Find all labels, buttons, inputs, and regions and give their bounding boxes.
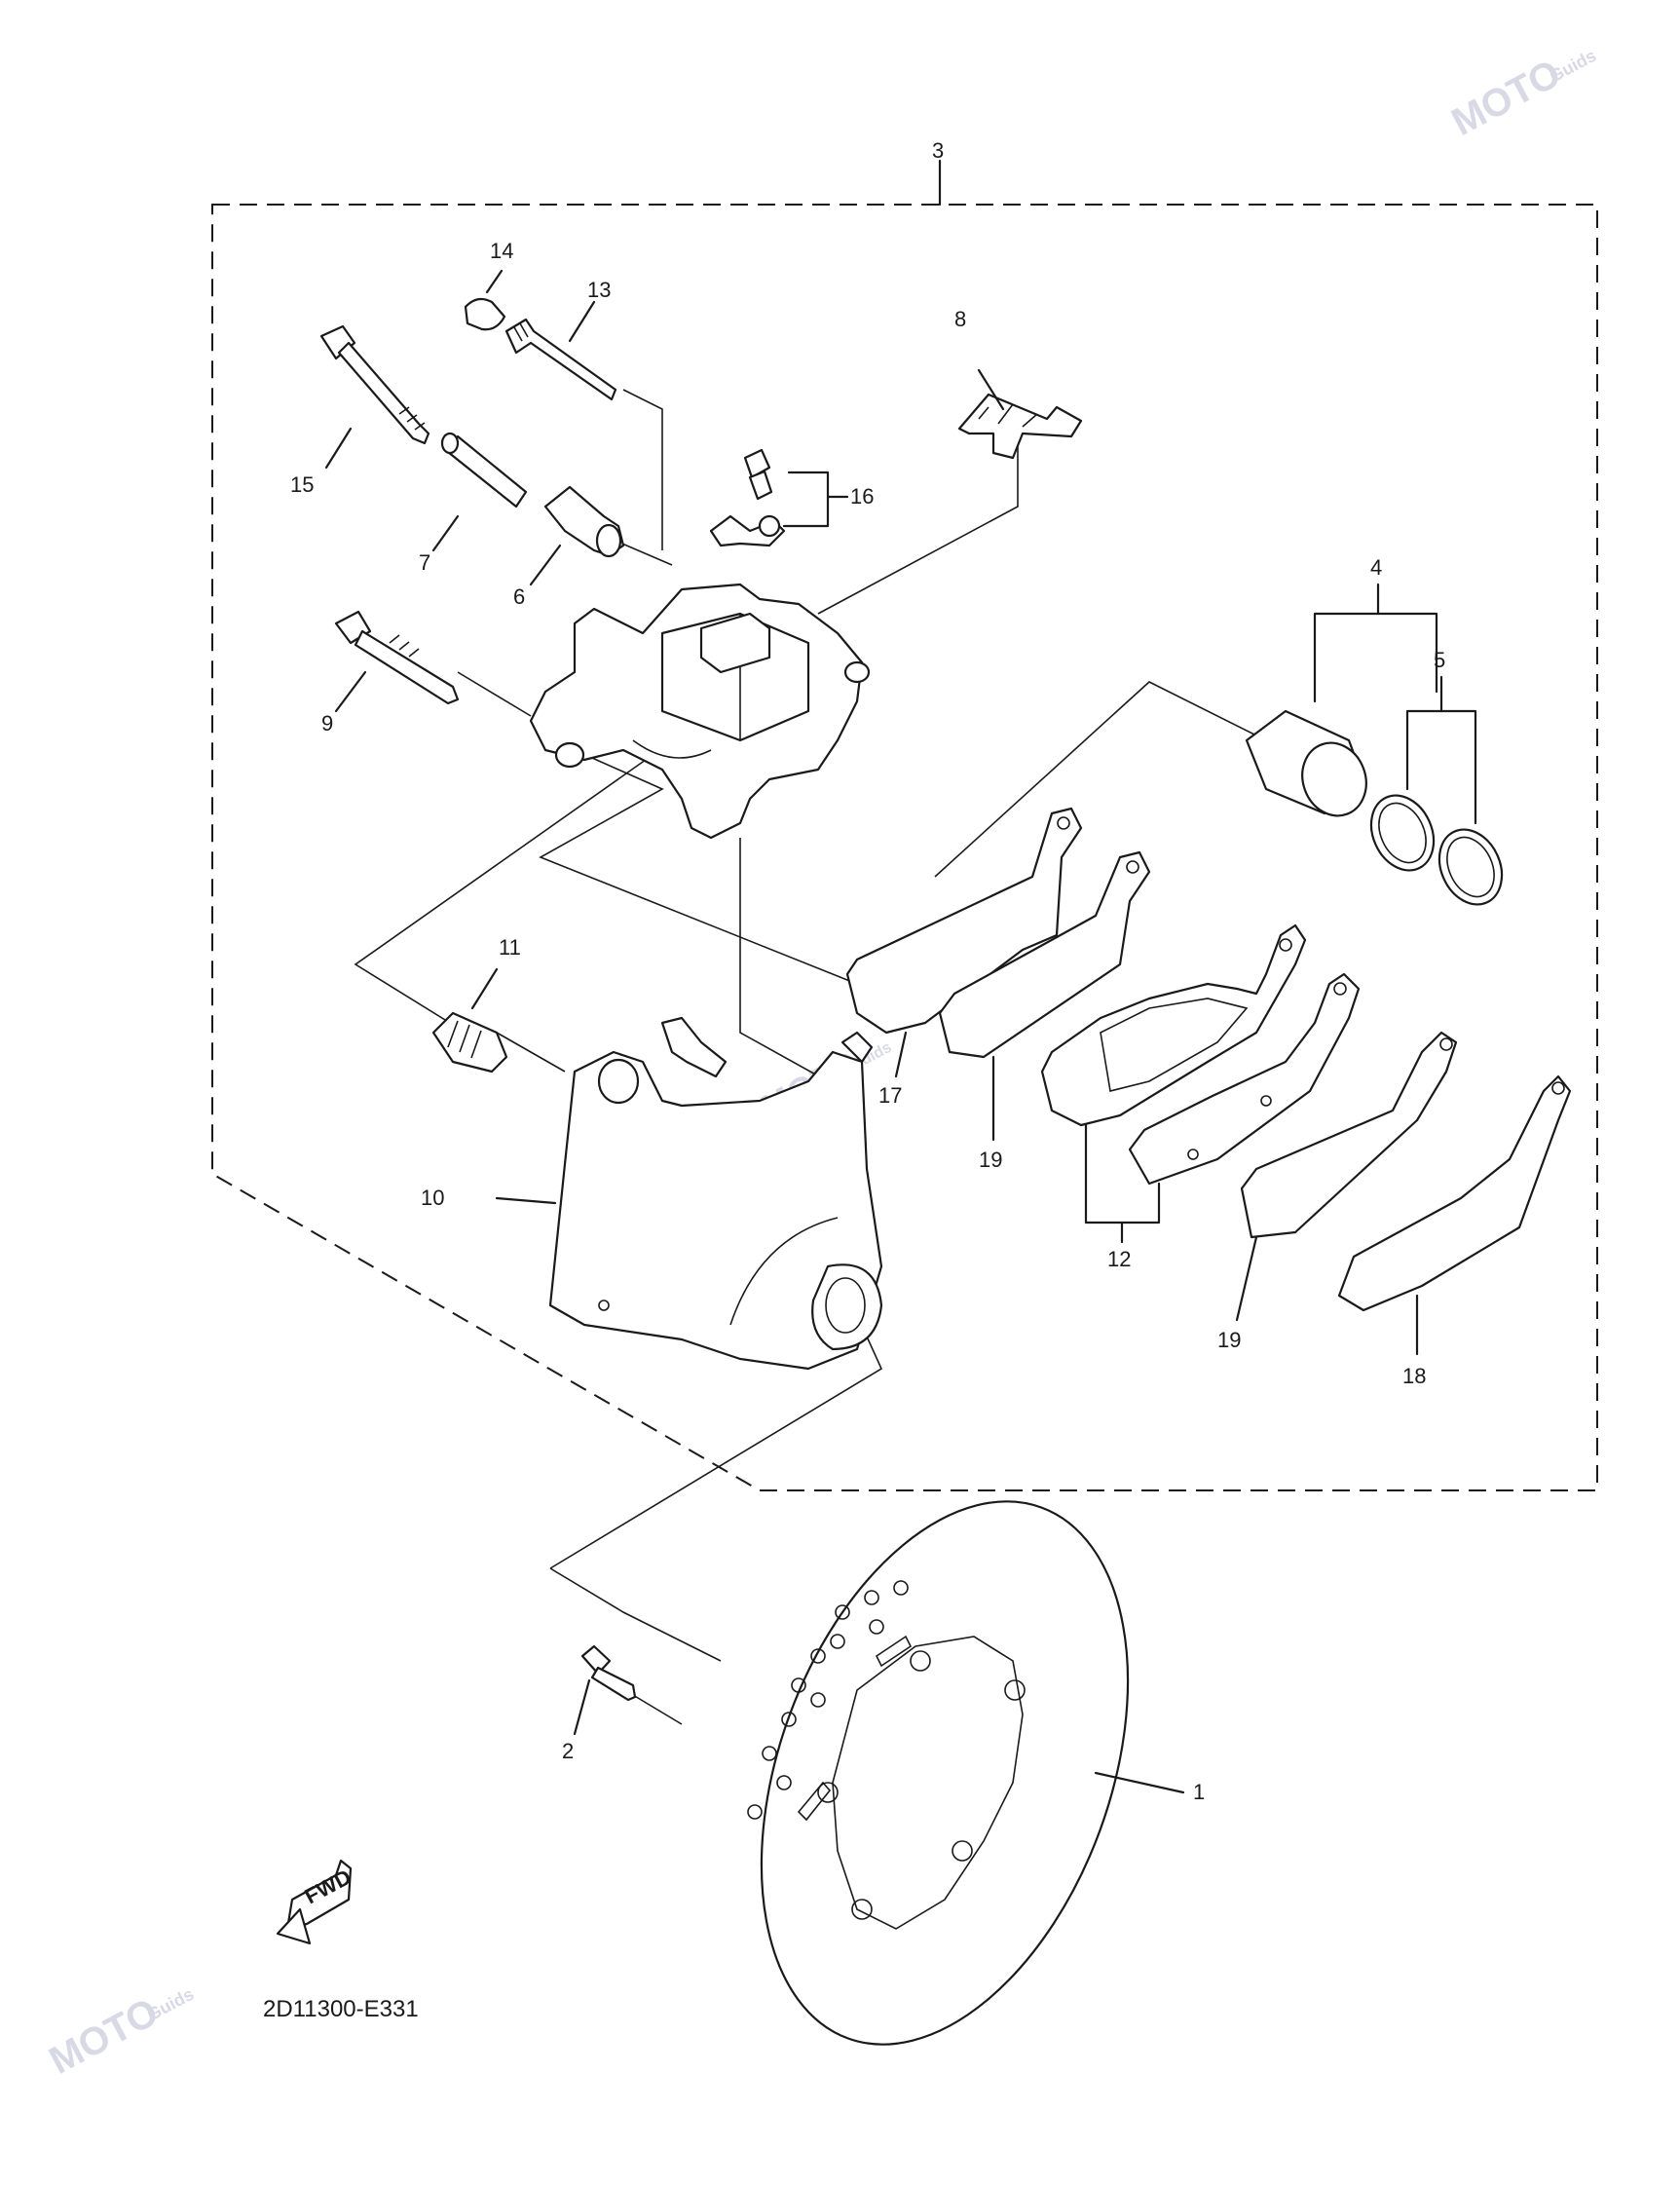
callout-1: 1: [1193, 1780, 1205, 1804]
leader-13: [568, 300, 596, 343]
callout-4: 4: [1370, 555, 1382, 580]
leader-6: [529, 544, 562, 586]
callout-11: 11: [499, 935, 521, 960]
assembly-guide-lines: [354, 389, 1267, 1725]
callout-13: 13: [587, 278, 611, 302]
callout-16: 16: [850, 484, 874, 509]
callout-17: 17: [878, 1083, 902, 1108]
callout-7: 7: [419, 550, 430, 575]
watermark-subtext: Guids: [144, 1984, 197, 2025]
caliper-body-part: [529, 583, 871, 840]
shim-17-part: [845, 807, 1083, 1035]
piston-4-part: [1245, 709, 1367, 817]
bolt-15-part: [319, 324, 430, 445]
leader-7: [431, 514, 460, 552]
bleed-screw-16-part: [709, 448, 786, 547]
leader-11: [470, 967, 499, 1010]
leader-9: [334, 670, 367, 713]
pad-19-right-part: [1240, 1031, 1458, 1239]
callout-19-right: 19: [1217, 1328, 1241, 1352]
watermark-subtext: Guids: [1547, 46, 1599, 87]
callout-5: 5: [1434, 648, 1445, 672]
fwd-arrow-icon: FWD: [276, 1859, 355, 1945]
watermark-text: MOTO: [43, 1990, 166, 2083]
callout-15: 15: [290, 472, 314, 497]
brake-pads-12-part: [1040, 923, 1361, 1186]
leader-17: [894, 1031, 908, 1078]
pad-19-left-part: [938, 850, 1151, 1059]
leader-10: [495, 1196, 557, 1205]
leader-4-bracket: [1313, 612, 1438, 703]
leader-8: [977, 368, 1005, 411]
pin-13-part: [504, 318, 617, 401]
leader-15: [324, 427, 353, 470]
caliper-bracket-10-part: [548, 1016, 883, 1371]
callout-6: 6: [513, 584, 525, 609]
leader-19-right: [1235, 1235, 1258, 1322]
callout-12: 12: [1107, 1247, 1131, 1271]
bleeder-cap-part: [464, 297, 506, 331]
watermark-top: MOTO Guids: [1445, 46, 1600, 144]
disc-bolt-2-part: [580, 1644, 637, 1702]
bushing-6-part: [543, 485, 625, 558]
watermark-text: MOTO: [1445, 52, 1568, 144]
pin-7-part: [440, 432, 528, 509]
brake-disc-1-part: [747, 1500, 1130, 2046]
watermark-bottom: MOTO Guids: [43, 1984, 198, 2083]
callout-2: 2: [562, 1739, 574, 1763]
shim-18-part: [1337, 1074, 1572, 1312]
callout-labels: 1 2 3 4 5 6 7 8 9 10 11 12 13 14 15 16 1…: [290, 138, 1445, 1804]
caliper-assembly-boundary: [211, 204, 1598, 1491]
leader-1: [1094, 1771, 1185, 1794]
callout-8: 8: [954, 307, 966, 331]
callout-9: 9: [321, 711, 333, 735]
callout-3: 3: [932, 138, 944, 163]
spring-clip-8-part: [957, 393, 1083, 460]
callout-19-left: 19: [979, 1148, 1002, 1172]
seals-5-part: [1369, 794, 1504, 906]
leader-16-bracket: [782, 471, 830, 528]
callout-10: 10: [421, 1186, 444, 1210]
leader-14: [485, 269, 504, 294]
diagram-code: 2D11300-E331: [263, 1996, 419, 2022]
callout-18: 18: [1402, 1364, 1426, 1388]
leader-2: [573, 1678, 591, 1736]
bolt-9-part: [334, 610, 460, 705]
callout-14: 14: [490, 239, 513, 263]
boot-11-part: [431, 1011, 508, 1074]
